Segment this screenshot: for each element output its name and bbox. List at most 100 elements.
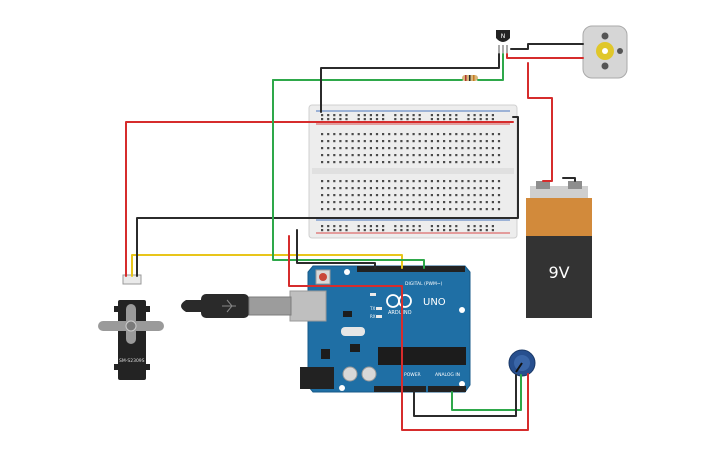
breadboard-hole — [412, 114, 415, 117]
breadboard-hole — [339, 225, 342, 228]
breadboard-hole — [394, 133, 397, 136]
breadboard-hole — [485, 147, 488, 150]
breadboard-hole — [449, 180, 452, 183]
breadboard-hole — [388, 154, 391, 157]
breadboard-hole — [491, 154, 494, 157]
breadboard-hole — [485, 208, 488, 211]
breadboard-hole — [424, 133, 427, 136]
breadboard-hole — [345, 187, 348, 190]
breadboard-hole — [394, 140, 397, 143]
breadboard-hole — [345, 161, 348, 164]
breadboard-hole — [449, 208, 452, 211]
rx-label: RX — [370, 314, 376, 319]
breadboard-hole — [467, 114, 470, 117]
breadboard-hole — [394, 118, 397, 121]
breadboard-hole — [394, 194, 397, 197]
breadboard-hole — [485, 194, 488, 197]
breadboard-hole — [345, 154, 348, 157]
breadboard-hole — [479, 201, 482, 204]
breadboard-hole — [363, 201, 366, 204]
breadboard-hole — [388, 201, 391, 204]
power-header-label: POWER — [404, 372, 421, 378]
breadboard-hole — [345, 140, 348, 143]
breadboard-hole — [436, 187, 440, 190]
breadboard-hole — [388, 147, 391, 150]
breadboard-hole — [321, 118, 324, 121]
breadboard-hole — [418, 140, 421, 143]
breadboard-hole — [394, 225, 397, 228]
breadboard-hole — [430, 154, 433, 157]
breadboard-hole — [363, 194, 366, 197]
breadboard-hole — [394, 180, 397, 183]
breadboard-hole — [412, 161, 415, 164]
breadboard-hole — [363, 208, 366, 211]
breadboard-hole — [321, 225, 324, 228]
breadboard-hole — [363, 180, 366, 183]
breadboard-hole — [473, 180, 476, 183]
breadboard-hole — [491, 114, 494, 117]
breadboard-hole — [485, 187, 488, 190]
breadboard-hole — [485, 114, 488, 117]
breadboard-hole — [430, 180, 433, 183]
breadboard-hole — [430, 187, 433, 190]
breadboard-hole — [467, 161, 470, 164]
breadboard-hole — [345, 114, 348, 117]
breadboard-hole — [418, 180, 421, 183]
breadboard-hole — [485, 225, 488, 228]
breadboard-hole — [406, 229, 409, 232]
breadboard-hole — [351, 208, 354, 211]
breadboard-hole — [321, 208, 324, 211]
breadboard-hole — [321, 187, 324, 190]
breadboard-hole — [412, 118, 415, 121]
breadboard-hole — [321, 180, 324, 183]
battery-voltage-label: 9V — [548, 263, 569, 282]
breadboard-hole — [375, 187, 379, 190]
breadboard-hole — [436, 154, 440, 157]
breadboard-hole — [357, 133, 360, 136]
breadboard-hole — [369, 201, 372, 204]
breadboard-hole — [497, 147, 501, 150]
breadboard-hole — [455, 161, 458, 164]
breadboard-hole — [321, 133, 324, 136]
breadboard-hole — [369, 161, 372, 164]
breadboard-hole — [327, 118, 330, 121]
breadboard-hole — [449, 161, 452, 164]
breadboard-hole — [449, 154, 452, 157]
breadboard-hole — [351, 201, 354, 204]
breadboard-hole — [406, 147, 409, 150]
breadboard-hole — [461, 154, 464, 157]
breadboard-hole — [375, 180, 379, 183]
breadboard-hole — [345, 201, 348, 204]
breadboard-hole — [497, 187, 501, 190]
breadboard-hole — [357, 114, 360, 117]
breadboard-hole — [388, 161, 391, 164]
breadboard-hole — [418, 208, 421, 211]
breadboard-hole — [430, 225, 433, 228]
breadboard-hole — [333, 147, 336, 150]
breadboard-hole — [473, 118, 476, 121]
breadboard-hole — [327, 147, 330, 150]
breadboard-hole — [327, 187, 330, 190]
breadboard-hole — [412, 140, 415, 143]
breadboard-hole — [327, 133, 330, 136]
breadboard-hole — [339, 194, 342, 197]
breadboard-hole — [375, 208, 379, 211]
breadboard-hole — [455, 225, 458, 228]
breadboard-hole — [443, 225, 446, 228]
breadboard-hole — [357, 147, 360, 150]
breadboard-hole — [333, 133, 336, 136]
breadboard-hole — [375, 133, 379, 136]
breadboard-hole — [406, 140, 409, 143]
breadboard-hole — [461, 187, 464, 190]
breadboard-hole — [406, 187, 409, 190]
breadboard-hole — [497, 133, 501, 136]
breadboard-hole — [351, 133, 354, 136]
breadboard-holes — [321, 114, 501, 232]
pot-wiper-wire — [451, 374, 522, 411]
breadboard-hole — [363, 225, 366, 228]
breadboard-hole — [443, 208, 446, 211]
breadboard-hole — [455, 140, 458, 143]
motor-wire-black — [510, 43, 584, 50]
breadboard-hole — [424, 194, 427, 197]
breadboard-hole — [382, 180, 385, 183]
